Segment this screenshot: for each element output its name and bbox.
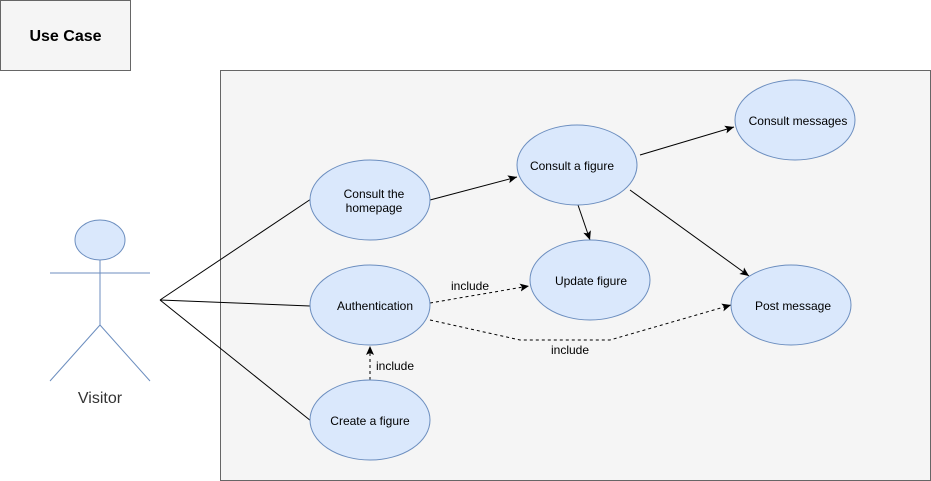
arrow-homepage-to-consult-figure	[429, 175, 518, 201]
use-case-consult-homepage[interactable]: Consult the homepage	[309, 159, 431, 241]
arrow-consult-figure-to-post	[629, 189, 750, 277]
use-case-post-message[interactable]: Post message	[730, 264, 852, 346]
association-homepage	[159, 198, 312, 301]
arrow-consult-figure-to-update	[577, 204, 591, 241]
use-case-label: Consult messages	[749, 114, 848, 128]
use-case-label: Consult a figure	[530, 159, 614, 173]
use-case-label: Authentication	[337, 299, 413, 313]
use-case-consult-figure[interactable]: Consult a figure	[516, 124, 638, 206]
include-label-post: include	[551, 343, 589, 357]
include-auth-to-update	[429, 283, 530, 304]
use-case-label: Update figure	[555, 274, 627, 288]
use-case-label: Consult the	[344, 187, 405, 201]
use-case-create-figure[interactable]: Create a figure	[309, 379, 431, 461]
actor-right-leg	[99, 324, 151, 382]
use-case-consult-messages[interactable]: Consult messages	[734, 79, 856, 161]
title-box: Use Case	[0, 0, 131, 71]
use-case-authentication[interactable]: Authentication	[309, 264, 431, 346]
arrow-consult-figure-to-messages	[639, 125, 735, 156]
diagram-title: Use Case	[29, 28, 101, 45]
actor-label: Visitor	[78, 390, 123, 407]
include-label-update: include	[451, 279, 489, 293]
actor-head	[74, 219, 126, 261]
use-case-update-figure[interactable]: Update figure	[529, 239, 651, 321]
actor-left-leg	[49, 324, 101, 382]
actor-visitor: Visitor	[49, 219, 151, 407]
association-authentication	[159, 299, 311, 307]
use-case-label: homepage	[346, 201, 403, 215]
use-case-label: Create a figure	[330, 414, 410, 428]
use-case-label: Post message	[755, 299, 831, 313]
association-create-figure	[159, 299, 312, 422]
include-label-create: include	[376, 359, 414, 373]
